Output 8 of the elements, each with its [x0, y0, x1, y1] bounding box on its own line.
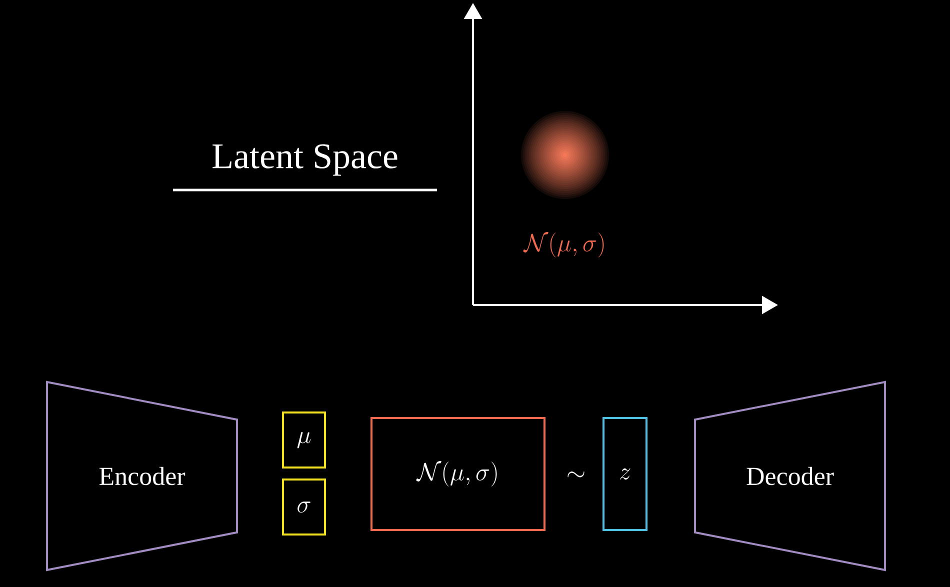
- distribution-box: $\mathcal{N}(\mu, \sigma)$: [370, 417, 546, 531]
- decoder-trapezoid: Decoder: [694, 380, 886, 572]
- distribution-label: $\mathcal{N}(\mu, \sigma)$: [523, 232, 604, 258]
- vector-box: $\sigma$: [282, 478, 326, 536]
- vector-box: $\mu$: [282, 412, 326, 468]
- title: Latent Space: [212, 144, 398, 176]
- tilde-symbol: $\sim$: [568, 471, 584, 478]
- vector-box: $z$: [602, 417, 648, 531]
